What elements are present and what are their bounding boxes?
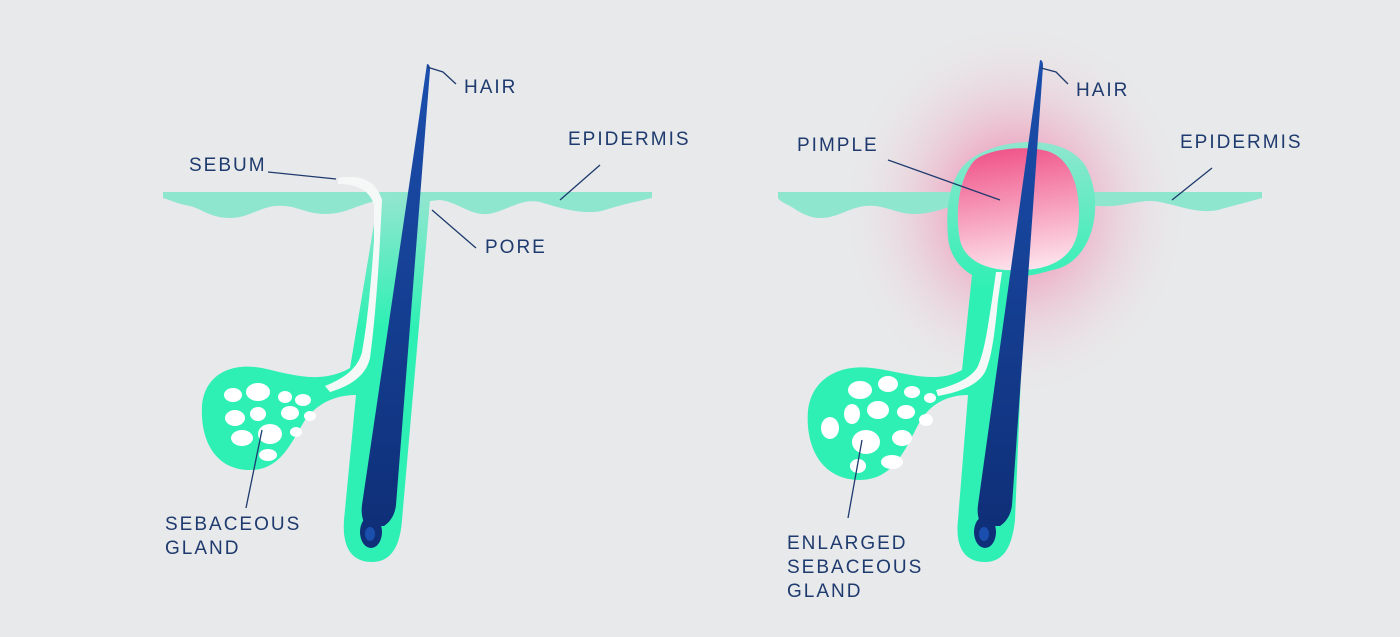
- label-hair: HAIR: [464, 77, 517, 98]
- epidermis-layer: [163, 192, 652, 218]
- label-hair: HAIR: [1076, 80, 1129, 101]
- label-gland-line1: ENLARGED: [787, 533, 908, 554]
- enlarged-sebaceous-gland-cells: [821, 376, 936, 473]
- label-gland-line3: GLAND: [787, 581, 862, 602]
- label-epidermis: EPIDERMIS: [1180, 132, 1303, 153]
- pimple-follicle-diagram: HAIR EPIDERMIS PIMPLE ENLARGED SEBACEOUS…: [778, 20, 1303, 602]
- label-pimple: PIMPLE: [797, 135, 879, 156]
- hair-shaft: [361, 64, 430, 526]
- label-sebum: SEBUM: [189, 155, 267, 176]
- pimple: [957, 148, 1080, 271]
- label-pore: PORE: [485, 237, 547, 258]
- normal-follicle-diagram: HAIR EPIDERMIS SEBUM PORE SEBACEOUS GLAN…: [163, 64, 691, 562]
- sebum-duct: [936, 272, 1002, 396]
- label-gland-line1: SEBACEOUS: [165, 514, 301, 535]
- label-gland-line2: SEBACEOUS: [787, 557, 923, 578]
- hair-shaft: [977, 60, 1043, 526]
- sebum-duct: [325, 176, 382, 392]
- label-gland-line2: GLAND: [165, 538, 240, 559]
- sebaceous-gland-cells: [224, 383, 316, 461]
- label-epidermis: EPIDERMIS: [568, 129, 691, 150]
